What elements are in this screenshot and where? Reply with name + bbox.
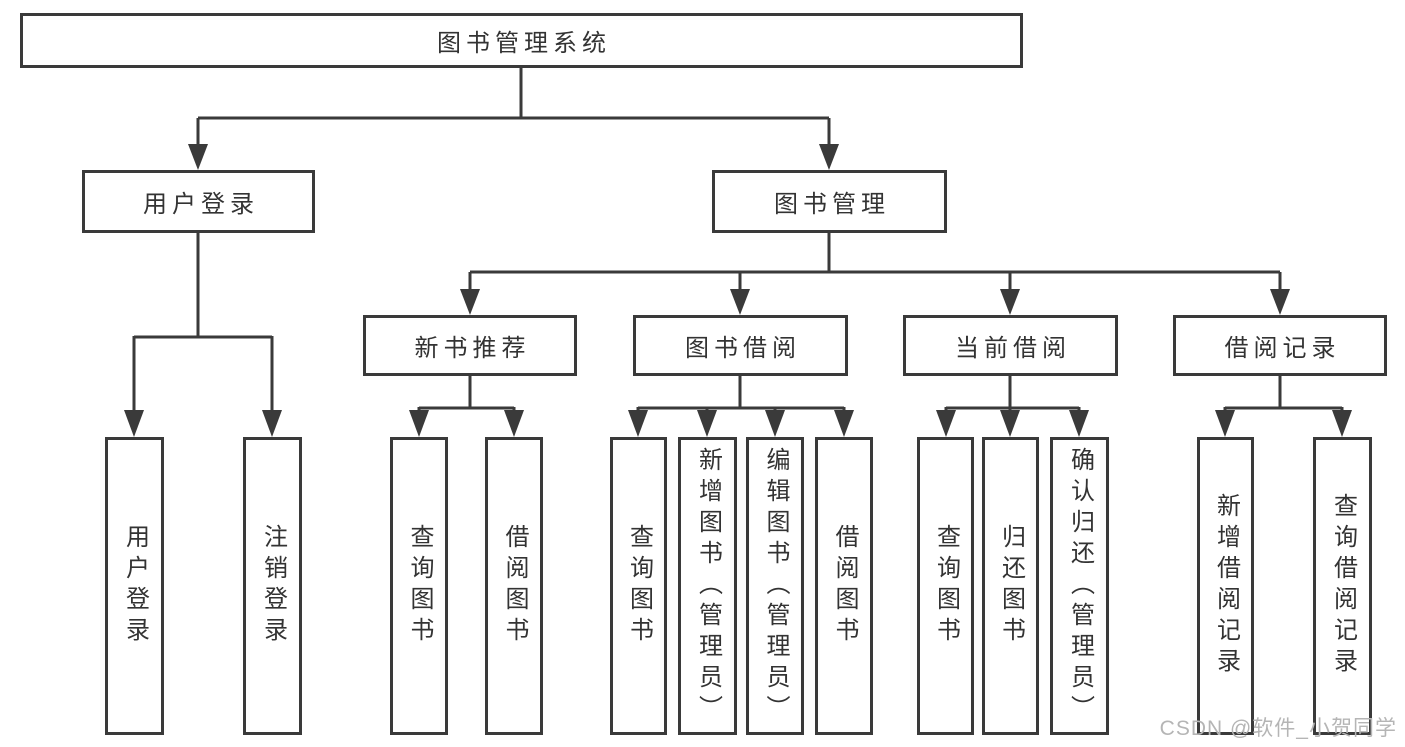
arrowhead [1000,410,1020,437]
leaf-borrow-books-label: 借阅图书 [831,524,858,648]
arrowhead [504,410,524,437]
leaf-borrow-books-recommend-label: 借阅图书 [501,524,528,648]
arrowhead [188,144,208,170]
node-user-login: 用户登录 [82,170,315,233]
arrowhead [1069,410,1089,437]
arrowhead [730,289,750,315]
leaf-logout-label: 注销登录 [259,524,287,648]
leaf-query-borrow-record: 查询借阅记录 [1313,437,1372,735]
arrowhead [819,144,839,170]
arrowhead [1215,410,1235,437]
connector-path [132,68,1344,412]
arrowhead [834,410,854,437]
arrowhead [1270,289,1290,315]
leaf-query-books-recommend-label: 查询图书 [406,524,433,648]
leaf-add-borrow-record-label: 新增借阅记录 [1212,493,1240,679]
node-new-book-recommend: 新书推荐 [363,315,577,376]
leaf-edit-book-admin-label: 编辑图书（管理员） [762,446,789,726]
leaf-confirm-return-admin-label: 确认归还（管理员） [1066,446,1094,726]
arrowhead [936,410,956,437]
leaf-add-borrow-record: 新增借阅记录 [1197,437,1254,735]
leaf-borrow-books-recommend: 借阅图书 [485,437,543,735]
node-book-management: 图书管理 [712,170,947,233]
leaf-return-book-label: 归还图书 [997,524,1025,648]
leaf-query-books-recommend: 查询图书 [390,437,448,735]
leaf-user-login-label: 用户登录 [121,524,149,648]
node-book-borrow: 图书借阅 [633,315,848,376]
arrowhead [628,410,648,437]
leaf-borrow-books: 借阅图书 [815,437,873,735]
node-book-borrow-label: 图书借阅 [685,335,801,362]
leaf-query-books-current-label: 查询图书 [932,524,960,648]
leaf-add-book-admin: 新增图书（管理员） [678,437,737,735]
leaf-query-books-current: 查询图书 [917,437,974,735]
leaf-edit-book-admin: 编辑图书（管理员） [746,437,804,735]
leaf-user-login: 用户登录 [105,437,164,735]
node-new-book-recommend-label: 新书推荐 [414,335,531,362]
node-current-borrow-label: 当前借阅 [955,335,1071,362]
arrowhead [262,410,282,437]
node-user-login-label: 用户登录 [143,191,259,218]
arrowhead [765,410,785,437]
arrowhead [460,289,480,315]
arrowhead [409,410,429,437]
node-book-management-label: 图书管理 [774,191,890,218]
arrowhead [1332,410,1352,437]
leaf-add-book-admin-label: 新增图书（管理员） [694,446,722,726]
node-current-borrow: 当前借阅 [903,315,1118,376]
leaf-return-book: 归还图书 [982,437,1039,735]
leaf-query-books-borrow: 查询图书 [610,437,667,735]
node-borrow-records: 借阅记录 [1173,315,1387,376]
node-borrow-records-label: 借阅记录 [1224,335,1341,362]
leaf-confirm-return-admin: 确认归还（管理员） [1050,437,1109,735]
node-root: 图书管理系统 [20,13,1023,68]
arrowhead [697,410,717,437]
leaf-query-books-borrow-label: 查询图书 [625,524,653,648]
node-root-label: 图书管理系统 [437,30,611,57]
leaf-query-borrow-record-label: 查询借阅记录 [1329,493,1357,679]
leaf-logout: 注销登录 [243,437,302,735]
arrowhead [1000,289,1020,315]
watermark: CSDN @软件_小贺同学 [1159,717,1397,740]
arrowhead [124,410,144,437]
